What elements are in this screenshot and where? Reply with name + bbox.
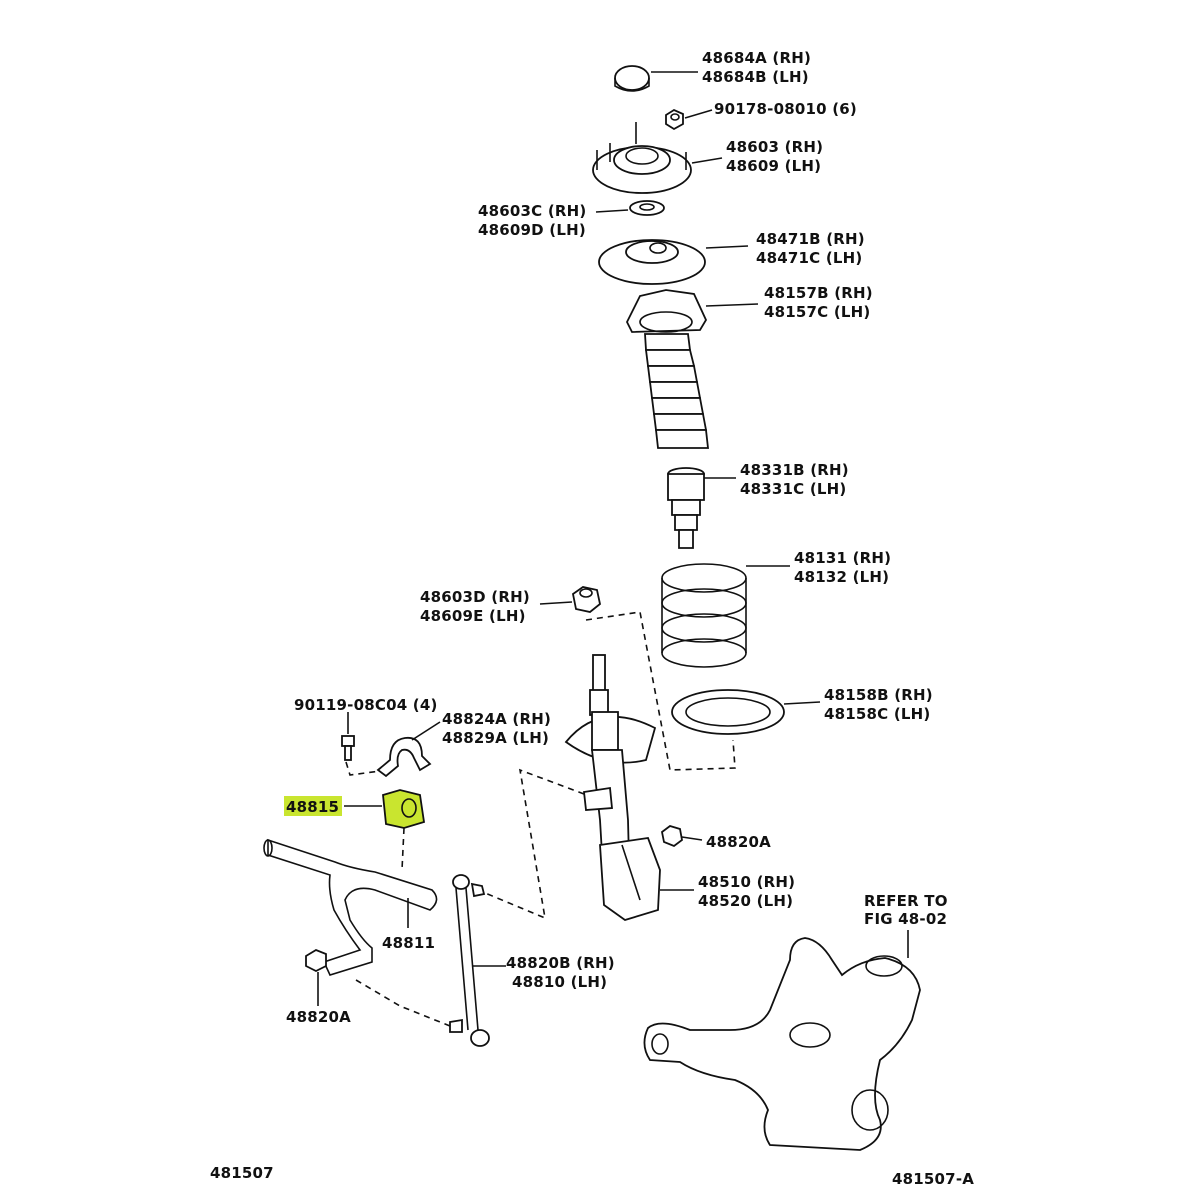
- washer-part: [629, 200, 665, 216]
- nut-48820a-right-part: [661, 825, 683, 848]
- footer-left-code: 481507: [210, 1164, 274, 1182]
- label-48331-line1: 48331B (RH): [740, 461, 849, 479]
- label-48824-line1: 48824A (RH): [442, 710, 551, 728]
- bracket-part: [376, 736, 432, 778]
- label-48820b-line1: 48820B (RH): [506, 954, 615, 972]
- coil-spring-part: [661, 563, 747, 668]
- bolt-part: [341, 735, 355, 761]
- nut-48820a-left-part: [305, 948, 327, 973]
- lower-insulator-part: [671, 689, 785, 735]
- label-48603d-line2: 48609E (LH): [420, 607, 526, 625]
- label-48158-line1: 48158B (RH): [824, 686, 933, 704]
- label-highlight: [284, 796, 342, 816]
- footer-right-code: 481507-A: [892, 1170, 974, 1188]
- label-48471-line1: 48471B (RH): [756, 230, 865, 248]
- label-48131-line2: 48132 (LH): [794, 568, 889, 586]
- label-48603c-line2: 48609D (LH): [478, 221, 586, 239]
- label-48815: 48815: [286, 798, 339, 816]
- stabilizer-bar-part: [263, 838, 438, 976]
- label-48510-line2: 48520 (LH): [698, 892, 793, 910]
- label-48603c-line1: 48603C (RH): [478, 202, 586, 220]
- nut-part: [665, 108, 684, 131]
- label-90178: 90178-08010 (6): [714, 100, 857, 118]
- label-90119: 90119-08C04 (4): [294, 696, 438, 714]
- label-48157-line2: 48157C (LH): [764, 303, 870, 321]
- label-refer-line2: FIG 48-02: [864, 910, 947, 928]
- dust-boot-part: [625, 289, 710, 449]
- label-48684-line1: 48684A (RH): [702, 49, 811, 67]
- label-48158-line2: 48158C (LH): [824, 705, 930, 723]
- label-48811: 48811: [382, 934, 435, 952]
- label-refer-line1: REFER TO: [864, 892, 948, 910]
- stabilizer-link-part: [449, 874, 490, 1047]
- label-48510-line1: 48510 (RH): [698, 873, 795, 891]
- label-48824-line2: 48829A (LH): [442, 729, 549, 747]
- label-48157-line1: 48157B (RH): [764, 284, 873, 302]
- stabilizer-bushing-part: [382, 789, 426, 829]
- label-48603-line2: 48609 (LH): [726, 157, 821, 175]
- shock-absorber-part: [564, 654, 661, 921]
- label-48603-line1: 48603 (RH): [726, 138, 823, 156]
- bump-stopper-part: [667, 467, 705, 549]
- upper-spring-seat-part: [598, 239, 706, 285]
- label-48684-line2: 48684B (LH): [702, 68, 809, 86]
- label-48603d-line1: 48603D (RH): [420, 588, 530, 606]
- label-48131-line1: 48131 (RH): [794, 549, 891, 567]
- label-48471-line2: 48471C (LH): [756, 249, 862, 267]
- label-48820a-left: 48820A: [286, 1008, 351, 1026]
- lock-nut-part: [572, 586, 601, 613]
- strut-mount-part: [592, 122, 692, 194]
- dust-cap-part: [614, 65, 650, 92]
- steering-knuckle-part: [643, 937, 921, 1151]
- label-48331-line2: 48331C (LH): [740, 480, 846, 498]
- label-48820a-right: 48820A: [706, 833, 771, 851]
- label-48820b-line2: 48810 (LH): [512, 973, 607, 991]
